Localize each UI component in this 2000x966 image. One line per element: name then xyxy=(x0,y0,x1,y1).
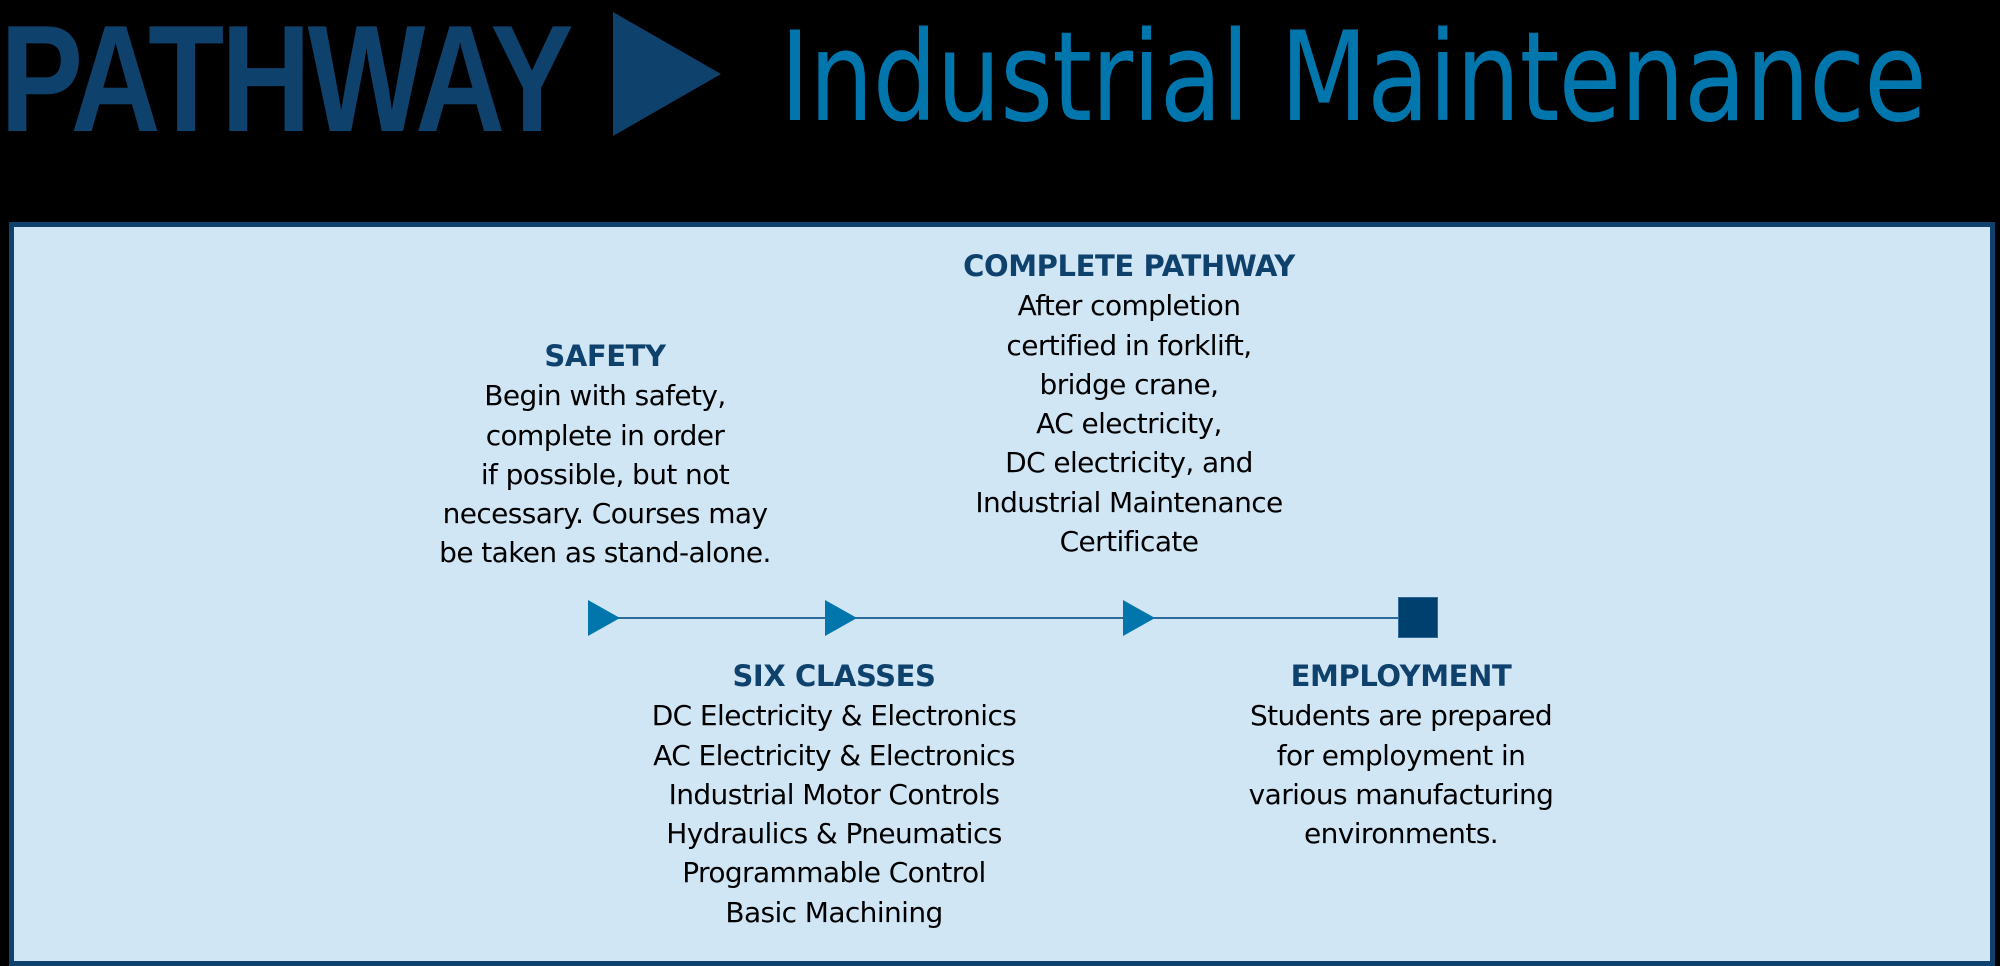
class-item: Hydraulics & Pneumatics xyxy=(666,817,1002,851)
stage-text-line: for employment in xyxy=(1276,738,1526,772)
stage-text-line: various manufacturing xyxy=(1248,777,1554,811)
stage-text-line: be taken as stand-alone. xyxy=(439,536,771,570)
pathway-label: PATHWAY xyxy=(0,0,574,164)
stage-safety: SAFETY Begin with safety, complete in or… xyxy=(405,337,805,573)
class-item: AC Electricity & Electronics xyxy=(653,738,1015,772)
stage-text-line: Certificate xyxy=(1059,525,1199,559)
safety-marker-triangle-icon xyxy=(588,600,620,636)
six-classes-marker-triangle-icon xyxy=(825,600,857,636)
stage-text-line: complete in order xyxy=(485,418,725,452)
stage-text-line: if possible, but not xyxy=(480,457,730,491)
stage-heading: EMPLOYMENT xyxy=(1290,659,1512,693)
stage-text-line: Students are prepared xyxy=(1249,699,1553,733)
stage-six-classes: SIX CLASSES DC Electricity & Electronics… xyxy=(634,657,1034,932)
complete-pathway-marker-triangle-icon xyxy=(1123,600,1155,636)
header: PATHWAY Industrial Maintenance xyxy=(0,0,2000,220)
stage-heading: COMPLETE PATHWAY xyxy=(963,249,1295,283)
stage-complete-pathway: COMPLETE PATHWAY After completion certif… xyxy=(929,247,1329,561)
stage-text-line: bridge crane, xyxy=(1039,367,1219,401)
stage-text-line: AC electricity, xyxy=(1036,407,1222,441)
stage-text-line: necessary. Courses may xyxy=(442,497,768,531)
stage-text-line: DC electricity, and xyxy=(1005,446,1253,480)
stage-heading: SAFETY xyxy=(544,339,666,373)
stage-text-line: Industrial Maintenance xyxy=(975,485,1283,519)
class-item: Programmable Control xyxy=(682,856,986,890)
stage-employment: EMPLOYMENT Students are prepared for emp… xyxy=(1201,657,1601,853)
class-item: DC Electricity & Electronics xyxy=(651,699,1017,733)
stage-text-line: After completion xyxy=(1017,289,1241,323)
stage-text-line: environments. xyxy=(1303,817,1499,851)
page-title: Industrial Maintenance xyxy=(780,6,1927,150)
employment-marker-square-icon xyxy=(1398,597,1438,638)
class-item: Industrial Motor Controls xyxy=(668,777,1000,811)
timeline-line xyxy=(605,617,1405,619)
stage-text-line: certified in forklift, xyxy=(1006,328,1252,362)
play-arrow-icon xyxy=(613,12,721,136)
stage-text-line: Begin with safety, xyxy=(484,379,726,413)
class-item: Basic Machining xyxy=(725,895,943,929)
pathway-panel xyxy=(9,222,1995,966)
stage-heading: SIX CLASSES xyxy=(732,659,936,693)
